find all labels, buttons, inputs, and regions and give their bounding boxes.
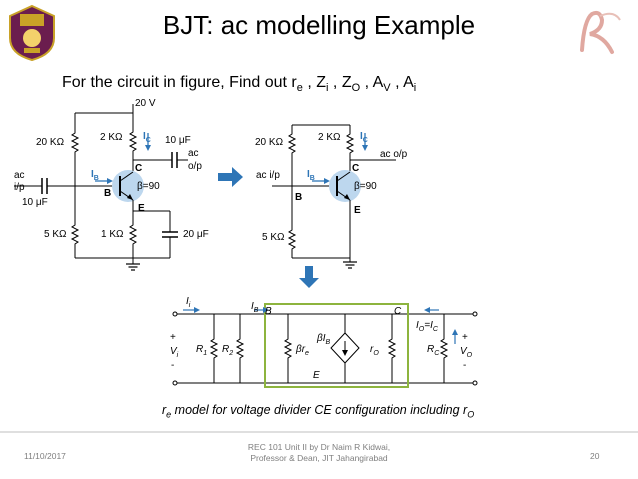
model-emitter-label: E [313,370,320,381]
model-io-label: IO=IC [416,320,438,333]
circuit-2 [272,124,396,269]
model-plus-in: + [170,332,176,343]
base-label: B [104,188,112,199]
footer-date: 11/10/2017 [24,451,66,461]
arrow-down-icon [299,266,319,288]
model-base-label: B [265,306,272,317]
c2-beta-label: β=90 [354,181,377,192]
model-bre-label: βre [296,344,309,357]
c2-r2-label: 5 KΩ [262,232,285,243]
ac-in-label: ac [14,170,25,181]
ac-out-label-2: o/p [188,161,202,172]
model-ii-label: Ii [186,296,191,309]
model-ro-label: rO [370,344,379,357]
model-vi-label: Vi [170,346,179,359]
re-model [172,303,478,388]
cin-label: 10 μF [22,197,48,208]
ac-out-label: ac [188,148,199,159]
footer-credit-line-2: Professor & Dean, JIT Jahangirabad [250,453,388,463]
footer-credit-line-1: REC 101 Unit II by Dr Naim R Kidwai, [247,442,391,452]
ce-label: 20 μF [183,229,209,240]
model-minus-in: - [171,360,175,371]
model-collector-label: C [394,306,402,317]
model-vo-label: VO [460,346,473,359]
c2-rc-label: 2 KΩ [318,132,341,143]
vcc-label: 20 V [135,98,156,109]
cout-label: 10 μF [165,135,191,146]
model-bib-label: βIB [317,333,331,346]
model-ib-label: IB [251,301,259,314]
c2-ib-label: IB [307,169,315,182]
beta-label: β=90 [137,181,160,192]
emitter-label: E [138,203,145,214]
ac-in-label-2: i/p [14,182,25,193]
problem-statement: For the circuit in figure, Find out re ,… [62,74,417,95]
c2-ic-label: IC [360,131,368,144]
r1-label: 20 KΩ [36,137,65,148]
model-minus-out: - [463,360,467,371]
figure-caption: re model for voltage divider CE configur… [162,403,475,420]
c2-emitter-label: E [354,205,361,216]
c2-collector-label: C [352,163,360,174]
rc-label: 2 KΩ [100,132,123,143]
institute-logo [9,4,55,62]
model-plus-out: + [462,332,468,343]
ic-label: IC [143,131,151,144]
model-r1-label: R1 [196,344,208,357]
collector-label: C [135,163,143,174]
circuit-1 [14,104,188,271]
ib-label: IB [91,169,99,182]
slide-title: BJT: ac modelling Example [162,10,476,40]
footer-credit: REC 101 Unit II by Dr Naim R Kidwai, Pro… [200,442,438,464]
r2-label: 5 KΩ [44,229,67,240]
c2-r1-label: 20 KΩ [255,137,284,148]
arrow-right-icon [218,167,243,187]
model-rc-label: RC [427,344,440,357]
re-label: 1 KΩ [101,229,124,240]
c2-base-label: B [295,192,303,203]
brand-logo [580,10,621,54]
page-number: 20 [590,451,600,461]
c2-ac-out-label: ac o/p [380,149,408,160]
model-r2-label: R2 [222,344,234,357]
c2-ac-in-label: ac i/p [256,170,280,181]
